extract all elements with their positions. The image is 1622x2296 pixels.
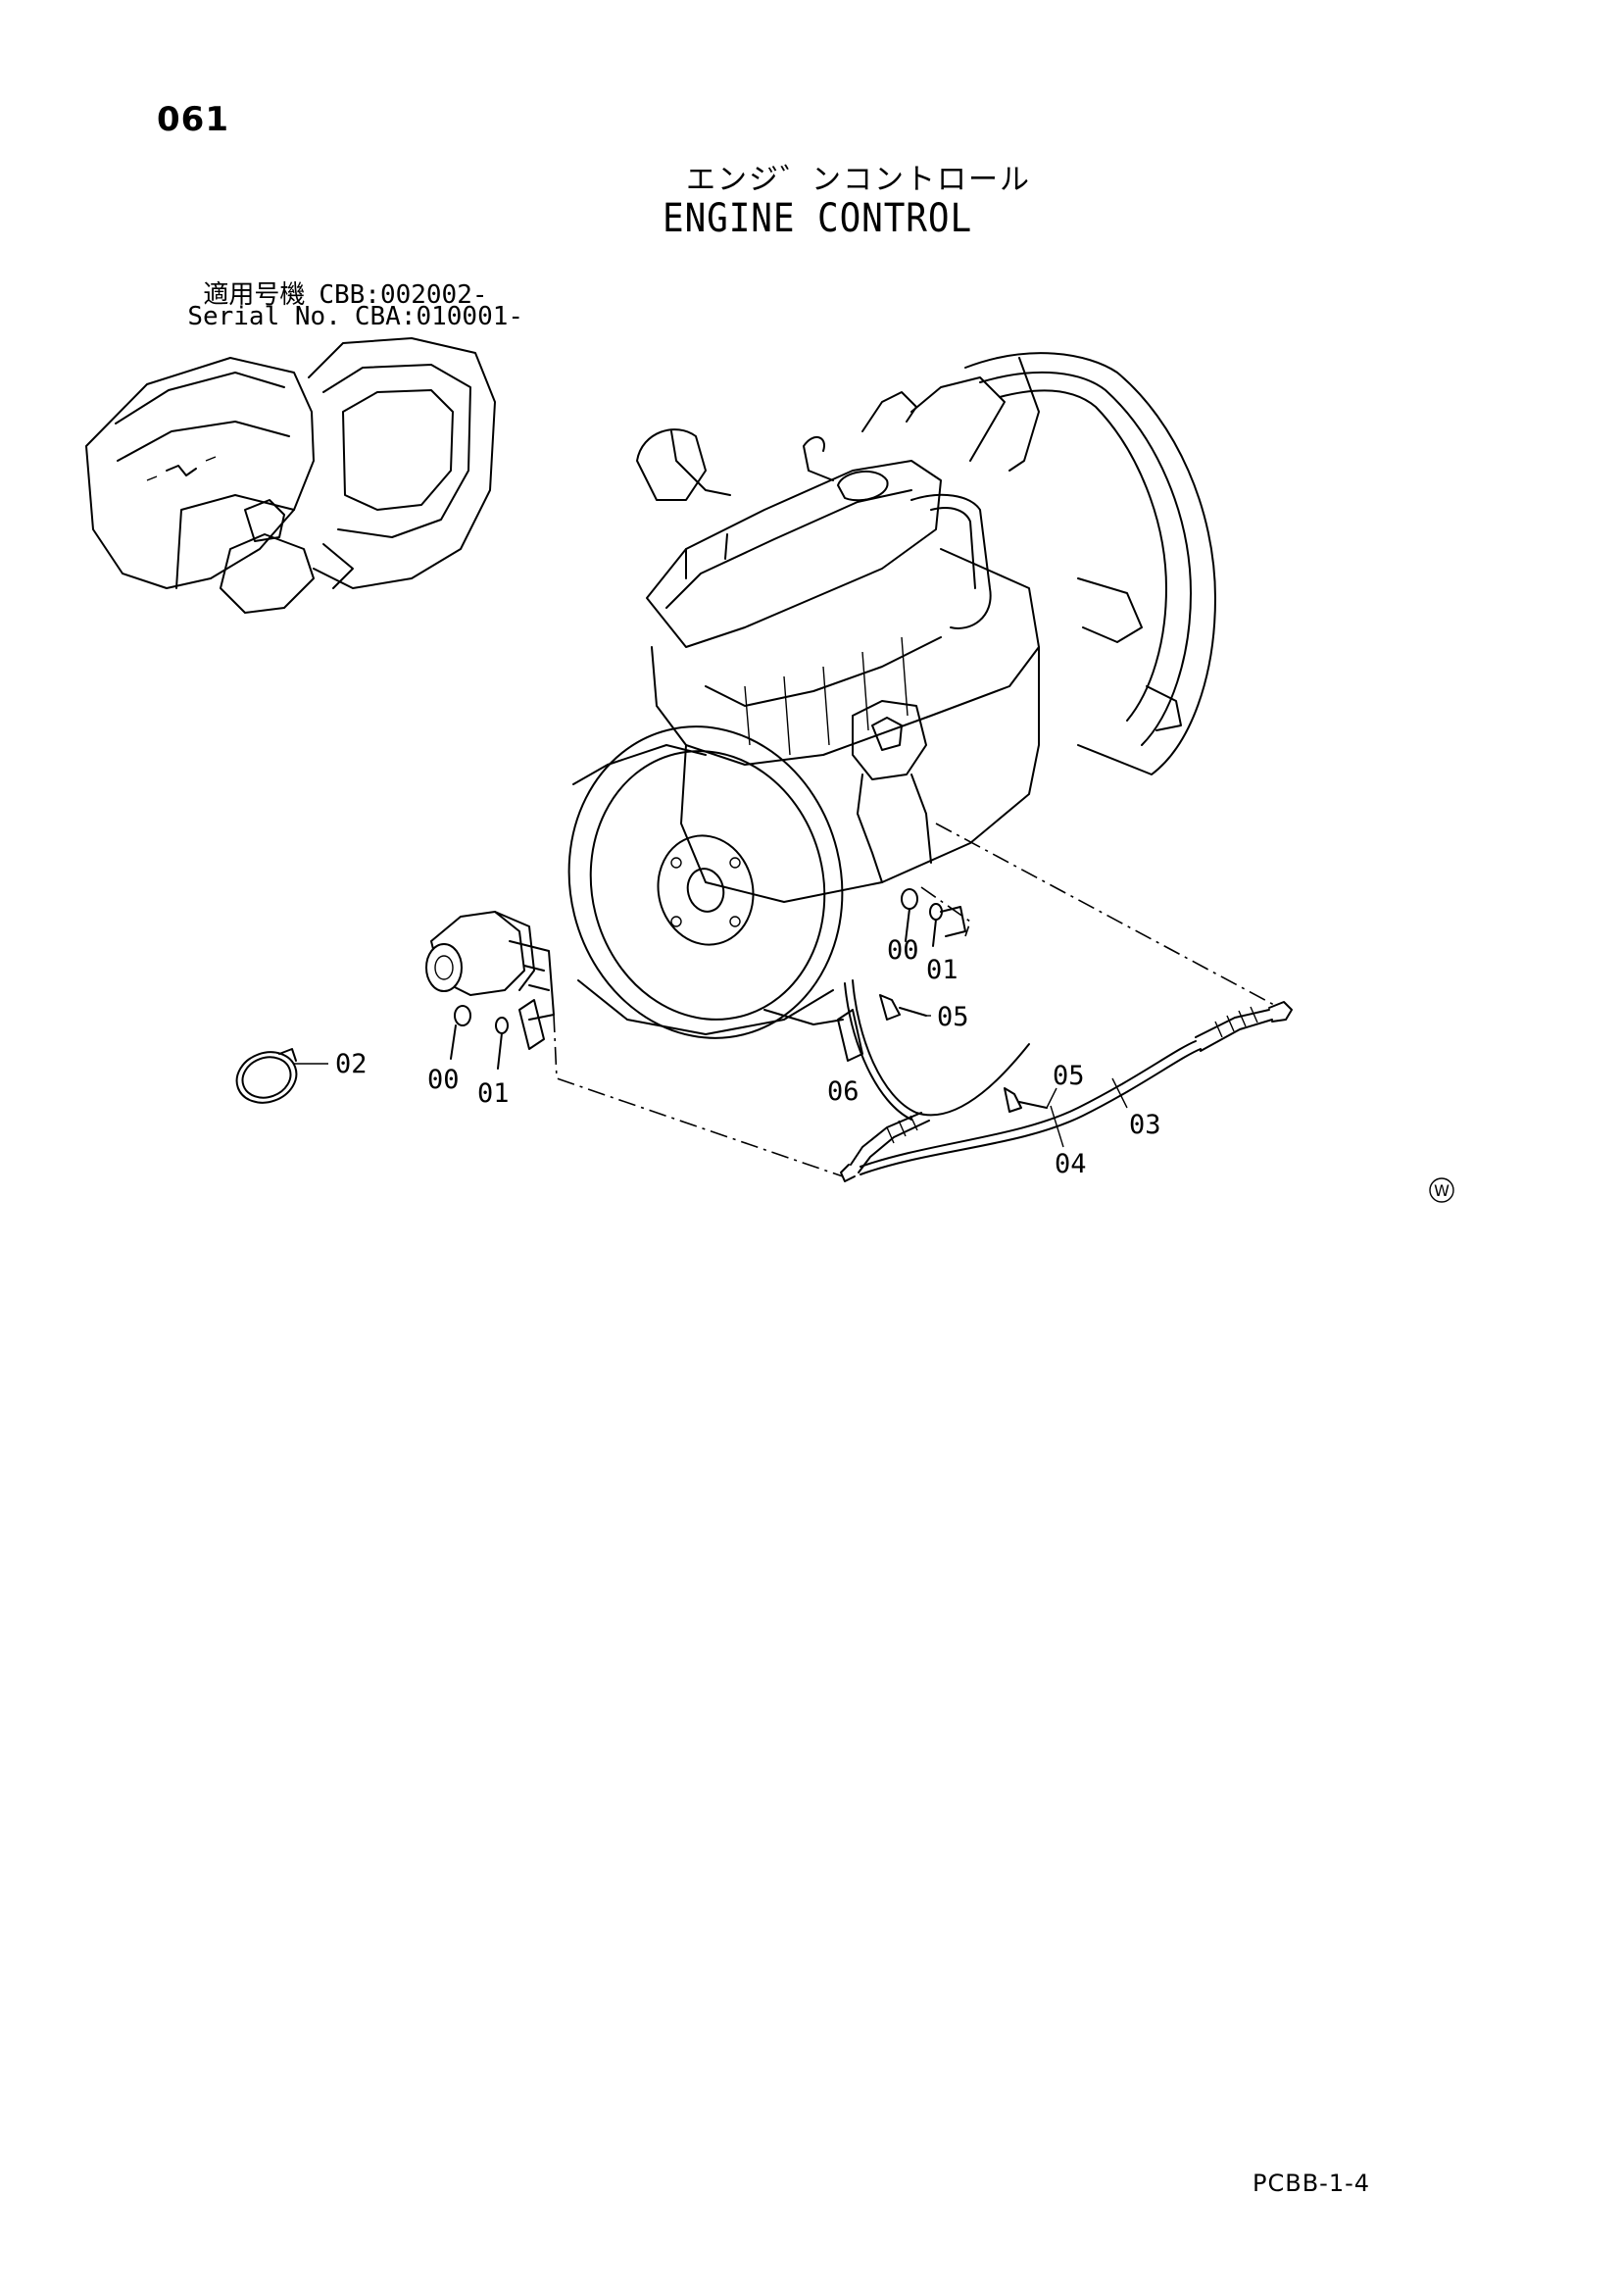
callout-05-cable: 05 bbox=[1053, 1061, 1085, 1091]
callout-00-sensor: 00 bbox=[427, 1065, 460, 1095]
callout-05-engine: 05 bbox=[937, 1002, 969, 1032]
title-japanese: エンジ゛ンコントロール bbox=[686, 163, 1031, 197]
assembly-leader-lines bbox=[553, 823, 1275, 1177]
serial-row-applicable: 適用号機 CBB:002002- bbox=[172, 245, 488, 311]
serial-row1-label: 適用号機 bbox=[203, 280, 306, 310]
governor-motor-illustration bbox=[425, 911, 555, 1021]
control-cable-part bbox=[840, 979, 1293, 1182]
engine-assembly-illustration bbox=[567, 352, 1216, 1039]
callout-02: 02 bbox=[335, 1049, 368, 1079]
callout-labels: 00 01 05 06 02 00 01 05 03 04 bbox=[335, 935, 1161, 1179]
callout-03: 03 bbox=[1129, 1110, 1161, 1140]
hose-clamp-part bbox=[235, 1048, 298, 1104]
callout-06: 06 bbox=[827, 1076, 860, 1107]
fastener-parts bbox=[450, 888, 1048, 1113]
serial-row2-label: Serial No. bbox=[187, 302, 341, 331]
page-footer-code: PCBB-1-4 bbox=[1253, 2170, 1371, 2197]
machine-overview-illustration bbox=[85, 337, 496, 614]
callout-01-engine: 01 bbox=[926, 955, 958, 985]
callout-leaders bbox=[294, 1015, 1128, 1148]
w-mark-letter: W bbox=[1434, 1181, 1450, 1200]
bracket-parts bbox=[518, 906, 966, 1062]
serial-row-serial-no: Serial No. CBA:010001- bbox=[157, 273, 523, 331]
title-english: ENGINE CONTROL bbox=[663, 196, 973, 241]
callout-01-sensor: 01 bbox=[477, 1078, 510, 1109]
callout-04: 04 bbox=[1055, 1149, 1087, 1179]
serial-row1-value: CBB:002002- bbox=[319, 280, 488, 310]
serial-row2-value: CBA:010001- bbox=[354, 302, 524, 331]
callout-00-engine: 00 bbox=[887, 935, 919, 966]
page-number: 061 bbox=[157, 100, 229, 139]
w-mark: W bbox=[1429, 1177, 1454, 1203]
